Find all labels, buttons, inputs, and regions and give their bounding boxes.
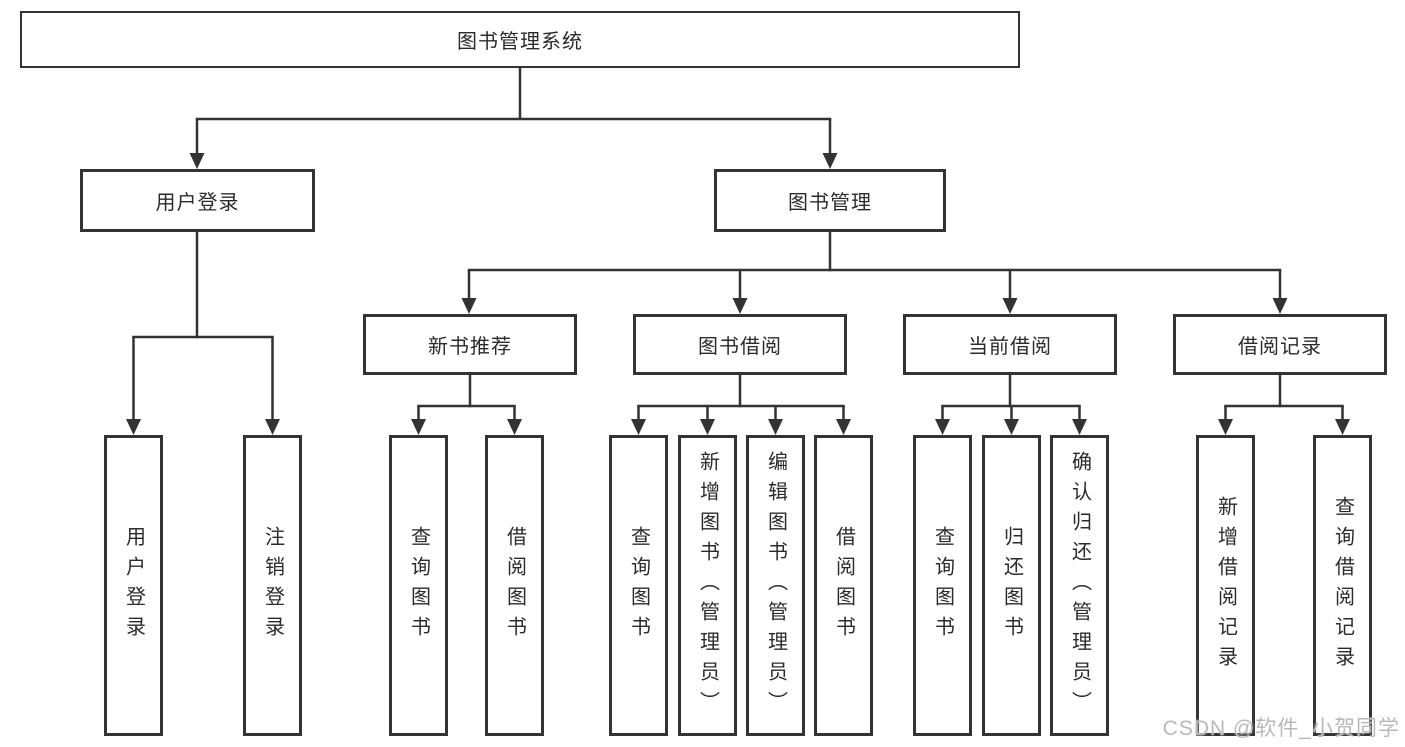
- leaf-query-books-borrow-label: 查询图书: [627, 525, 650, 646]
- leaf-user-login-label: 用户登录: [122, 525, 145, 646]
- node-root-label: 图书管理系统: [457, 31, 583, 53]
- leaf-return-books: 归还图书: [982, 435, 1041, 736]
- leaf-add-books-admin: 新增图书（管理员）: [678, 435, 737, 736]
- leaf-edit-books-admin: 编辑图书（管理员）: [746, 435, 805, 736]
- node-new-book-recommend-label: 新书推荐: [428, 336, 512, 358]
- leaf-query-borrow-record-label: 查询借阅记录: [1331, 495, 1354, 676]
- leaf-query-books-current-label: 查询图书: [931, 525, 954, 646]
- csdn-watermark: CSDN @软件_小贺同学: [1162, 717, 1400, 740]
- leaf-logout: 注销登录: [243, 435, 302, 736]
- node-user-login: 用户登录: [80, 169, 315, 232]
- leaf-borrow-books-recommend: 借阅图书: [485, 435, 544, 736]
- leaf-return-books-label: 归还图书: [1000, 525, 1023, 646]
- node-current-borrow-label: 当前借阅: [968, 336, 1052, 358]
- node-user-login-label: 用户登录: [155, 192, 240, 214]
- leaf-borrow-books: 借阅图书: [814, 435, 873, 736]
- leaf-borrow-books-label: 借阅图书: [832, 525, 855, 646]
- node-book-borrow-label: 图书借阅: [698, 336, 782, 358]
- leaf-logout-label: 注销登录: [261, 525, 284, 646]
- arrowheads: [126, 153, 1350, 435]
- node-current-borrow: 当前借阅: [903, 314, 1117, 375]
- node-borrow-records-label: 借阅记录: [1238, 336, 1322, 358]
- leaf-confirm-return-admin-label: 确认归还（管理员）: [1068, 450, 1091, 721]
- leaf-edit-books-admin-label: 编辑图书（管理员）: [764, 450, 787, 721]
- leaf-add-books-admin-label: 新增图书（管理员）: [696, 450, 719, 721]
- node-root: 图书管理系统: [20, 11, 1020, 68]
- node-borrow-records: 借阅记录: [1173, 314, 1387, 375]
- leaf-borrow-books-recommend-label: 借阅图书: [503, 525, 526, 646]
- leaf-query-borrow-record: 查询借阅记录: [1313, 435, 1372, 736]
- node-book-borrow: 图书借阅: [633, 314, 847, 375]
- leaf-add-borrow-record-label: 新增借阅记录: [1214, 495, 1237, 676]
- node-book-management: 图书管理: [714, 169, 946, 232]
- leaf-user-login: 用户登录: [104, 435, 163, 736]
- node-book-management-label: 图书管理: [788, 192, 872, 214]
- leaf-confirm-return-admin: 确认归还（管理员）: [1050, 435, 1109, 736]
- node-new-book-recommend: 新书推荐: [363, 314, 577, 375]
- leaf-query-books-borrow: 查询图书: [609, 435, 668, 736]
- leaf-query-books-recommend-label: 查询图书: [407, 525, 430, 646]
- leaf-add-borrow-record: 新增借阅记录: [1196, 435, 1255, 736]
- leaf-query-books-recommend: 查询图书: [389, 435, 448, 736]
- leaf-query-books-current: 查询图书: [913, 435, 972, 736]
